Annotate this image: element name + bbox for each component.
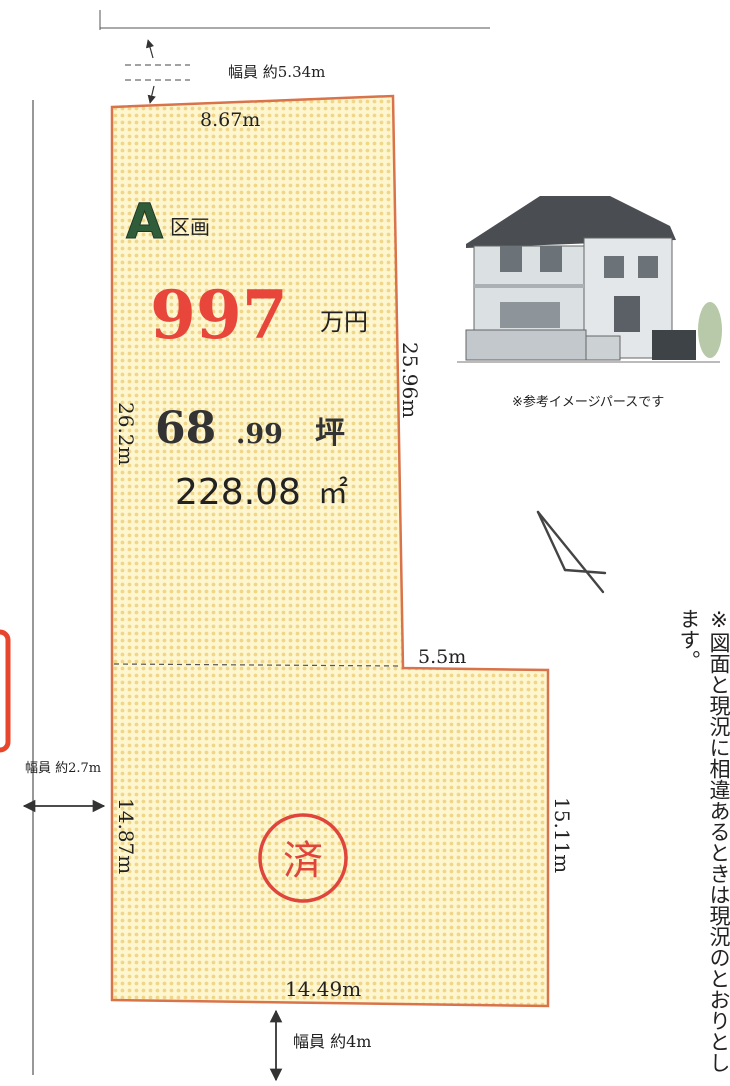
road-arrow-up-icon [145,39,155,59]
area-tsubo-dec: .99 [236,419,283,450]
dim-step: 5.5m [418,646,466,668]
red-side-tab [0,629,11,753]
road-width-left: 幅員 約2.7m [25,761,101,776]
lot-boundary [110,94,550,1008]
dim-left-lower: 14.87m [114,798,138,875]
dim-left-upper: 26.2m [114,402,138,466]
price-unit: 万円 [320,308,368,336]
sold-stamp-text: 済 [283,838,323,884]
price-value: 997 [150,276,288,354]
lot-divider [113,663,403,667]
section-label: 区画 [170,215,210,239]
dim-right-upper: 25.96m [398,342,422,419]
area-tsubo-int: 68 [155,403,216,454]
section-letter: A [126,194,163,250]
road-width-bottom: 幅員 約4m [293,1032,371,1051]
dim-top: 8.67m [200,109,260,131]
house-illustration-icon [457,196,722,363]
road-arrow-down-icon [147,85,156,104]
area-sqm-value: 228.08 [175,472,301,513]
road-width-top: 幅員 約5.34m [228,63,325,81]
disclaimer-note: ※図面と現況に相違あるときは現況のとおりとします。 [677,608,730,1073]
north-arrow-icon [536,510,607,594]
dim-right-lower: 15.11m [550,797,574,874]
area-sqm-unit: ㎡ [318,476,348,511]
sold-stamp-circle [258,813,348,903]
area-tsubo-unit: 坪 [315,416,345,451]
illustration-caption: ※参考イメージパースです [512,394,664,410]
dim-bottom: 14.49m [285,977,361,1001]
